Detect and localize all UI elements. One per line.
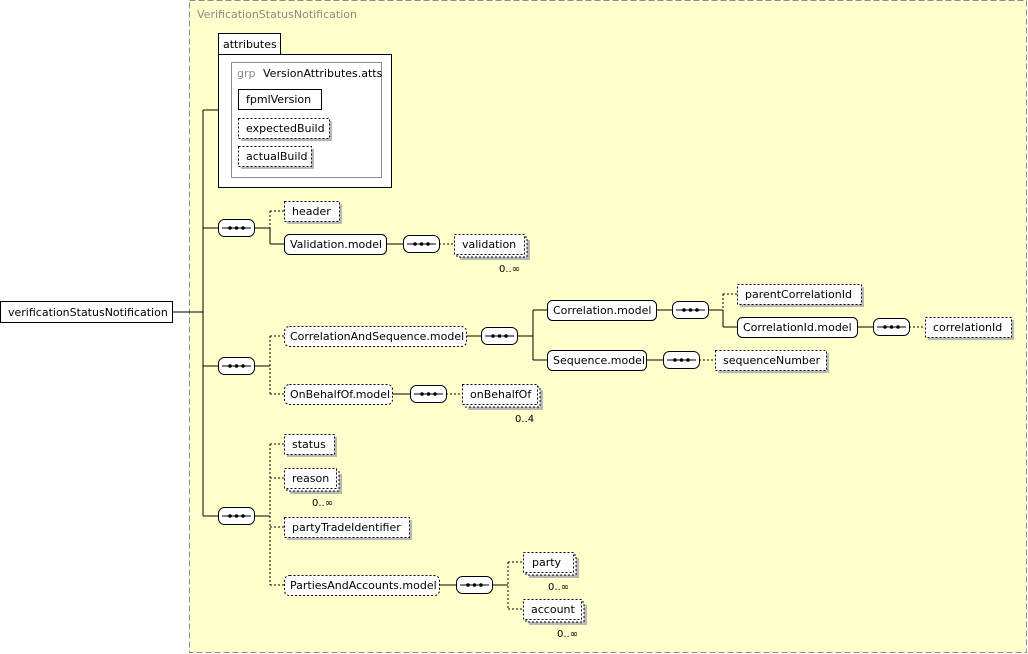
- root-element[interactable]: verificationStatusNotification: [0, 301, 173, 323]
- svg-text:sequenceNumber: sequenceNumber: [723, 354, 821, 367]
- attribute-actualBuild[interactable]: actualBuild: [238, 146, 315, 170]
- svg-text:correlationId: correlationId: [933, 321, 1002, 334]
- element-validation[interactable]: validation: [454, 234, 531, 261]
- root-element-label: verificationStatusNotification: [8, 306, 168, 319]
- element-party-trade-identifier[interactable]: partyTradeIdentifier: [284, 517, 413, 541]
- element-header[interactable]: header: [284, 201, 343, 225]
- element-sequence-number[interactable]: sequenceNumber: [715, 350, 830, 374]
- svg-text:reason: reason: [292, 472, 329, 485]
- svg-text:onBehalfOf: onBehalfOf: [470, 388, 532, 401]
- occurrence-party: 0..∞: [548, 582, 569, 593]
- svg-text:fpmlVersion: fpmlVersion: [246, 93, 311, 106]
- svg-text:partyTradeIdentifier: partyTradeIdentifier: [292, 521, 401, 534]
- attribute-fpmlVersion[interactable]: fpmlVersion: [238, 89, 322, 110]
- element-reason[interactable]: reason: [284, 468, 343, 495]
- group-on-behalf-of-model[interactable]: OnBehalfOf.model: [284, 384, 393, 405]
- svg-text:grp VersionAttributes.at: grp VersionAttributes.atts: [237, 67, 383, 80]
- attribute-expectedBuild[interactable]: expectedBuild: [238, 118, 333, 142]
- group-correlation-and-sequence-model[interactable]: CorrelationAndSequence.model: [284, 326, 467, 347]
- occurrence-account: 0..∞: [557, 629, 578, 640]
- group-sequence-model[interactable]: Sequence.model: [547, 350, 647, 371]
- svg-text:status: status: [292, 438, 326, 451]
- element-correlation-id[interactable]: correlationId: [925, 317, 1015, 341]
- sequence-compositor[interactable]: [403, 235, 440, 253]
- sequence-compositor[interactable]: [218, 357, 255, 375]
- svg-text:CorrelationAndSequence.model: CorrelationAndSequence.model: [290, 330, 464, 343]
- group-parties-and-accounts-model[interactable]: PartiesAndAccounts.model: [284, 575, 440, 596]
- group-correlation-id-model[interactable]: CorrelationId.model: [737, 317, 858, 338]
- attributes-panel[interactable]: attributes grp VersionAttributes.atts fp…: [218, 33, 392, 188]
- sequence-compositor[interactable]: [456, 576, 493, 594]
- type-title: VerificationStatusNotification: [197, 8, 357, 21]
- svg-text:OnBehalfOf.model: OnBehalfOf.model: [290, 388, 390, 401]
- attribute-group-name: VersionAttributes.atts: [263, 67, 383, 80]
- svg-text:PartiesAndAccounts.model: PartiesAndAccounts.model: [290, 579, 437, 592]
- svg-text:party: party: [532, 556, 562, 569]
- occurrence-validation: 0..∞: [499, 264, 520, 275]
- sequence-compositor[interactable]: [873, 318, 910, 336]
- sequence-compositor[interactable]: [218, 219, 255, 237]
- sequence-compositor[interactable]: [410, 385, 447, 403]
- element-party[interactable]: party: [523, 552, 580, 579]
- sequence-compositor[interactable]: [481, 327, 518, 345]
- svg-text:header: header: [292, 205, 331, 218]
- svg-text:account: account: [531, 603, 576, 616]
- sequence-compositor[interactable]: [218, 507, 255, 525]
- sequence-compositor[interactable]: [672, 301, 709, 319]
- svg-text:expectedBuild: expectedBuild: [246, 122, 325, 135]
- svg-text:Sequence.model: Sequence.model: [553, 354, 645, 367]
- occurrence-on-behalf-of: 0..4: [515, 414, 534, 425]
- group-validation-model[interactable]: Validation.model: [284, 234, 387, 255]
- svg-text:Validation.model: Validation.model: [290, 238, 382, 251]
- svg-text:actualBuild: actualBuild: [246, 150, 307, 163]
- sequence-compositor[interactable]: [663, 351, 700, 369]
- element-on-behalf-of[interactable]: onBehalfOf: [462, 384, 544, 411]
- connectors: [173, 109, 925, 610]
- svg-text:parentCorrelationId: parentCorrelationId: [745, 288, 852, 301]
- attributes-label: attributes: [223, 38, 277, 51]
- group-correlation-model[interactable]: Correlation.model: [547, 300, 657, 321]
- occurrence-reason: 0..∞: [312, 498, 333, 509]
- svg-text:Correlation.model: Correlation.model: [553, 304, 651, 317]
- element-account[interactable]: account: [523, 599, 588, 626]
- element-status[interactable]: status: [284, 434, 338, 458]
- svg-text:validation: validation: [462, 238, 516, 251]
- attribute-group-prefix: grp: [237, 67, 256, 80]
- svg-text:CorrelationId.model: CorrelationId.model: [743, 321, 852, 334]
- element-parent-correlation-id[interactable]: parentCorrelationId: [737, 284, 865, 308]
